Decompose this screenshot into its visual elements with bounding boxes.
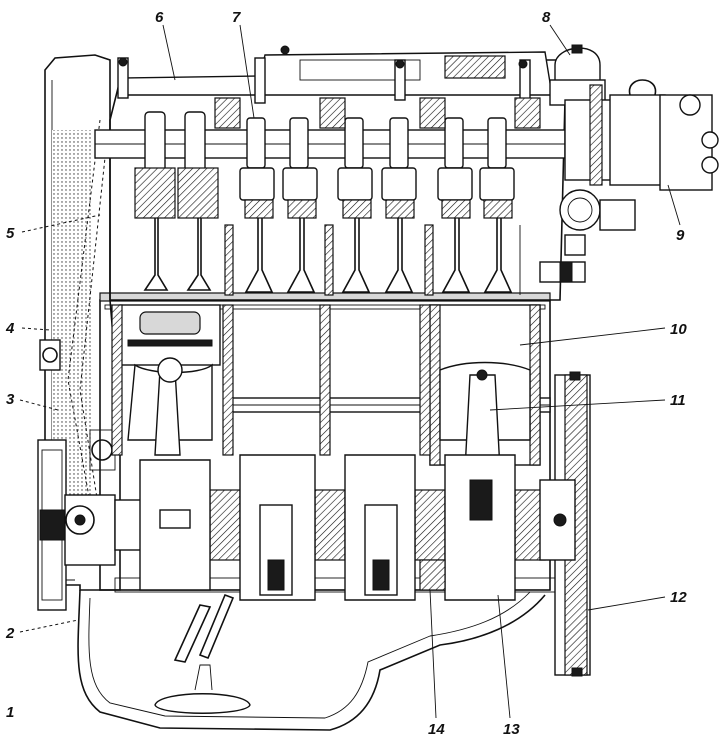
tappets: [239, 167, 515, 201]
fuel-pump: [609, 79, 719, 191]
callout-1: 1: [6, 704, 14, 721]
callout-13: 13: [503, 721, 520, 738]
distributor: [549, 44, 616, 186]
cylinder-walls: [111, 304, 431, 456]
callout-9: 9: [676, 227, 685, 244]
callout-4: 4: [5, 320, 15, 337]
camshaft: [94, 97, 566, 175]
valves: [143, 218, 513, 293]
callout-5: 5: [6, 225, 15, 242]
callout-11: 11: [670, 392, 686, 409]
cylinder-4: [429, 304, 541, 471]
cam-lobes: [144, 111, 507, 175]
callout-labels: 1 2 3 4 5 6 7 8 9 10 11 12 13 14: [5, 9, 687, 738]
valve-springs: [134, 167, 513, 219]
cover-studs: [117, 45, 531, 106]
callout-7: 7: [232, 9, 241, 26]
leader-lines: [19, 24, 681, 719]
callout-6: 6: [155, 9, 164, 26]
callout-12: 12: [670, 589, 687, 606]
callout-10: 10: [670, 321, 687, 338]
thermostat-housing: [539, 189, 636, 283]
cylinder-1: [119, 304, 221, 456]
callout-2: 2: [5, 625, 15, 642]
cylinder-head: [94, 45, 566, 301]
callout-3: 3: [6, 391, 15, 408]
callout-8: 8: [542, 9, 551, 26]
oil-sump: [77, 589, 546, 731]
flywheel: [539, 371, 591, 677]
callout-14: 14: [428, 721, 445, 738]
